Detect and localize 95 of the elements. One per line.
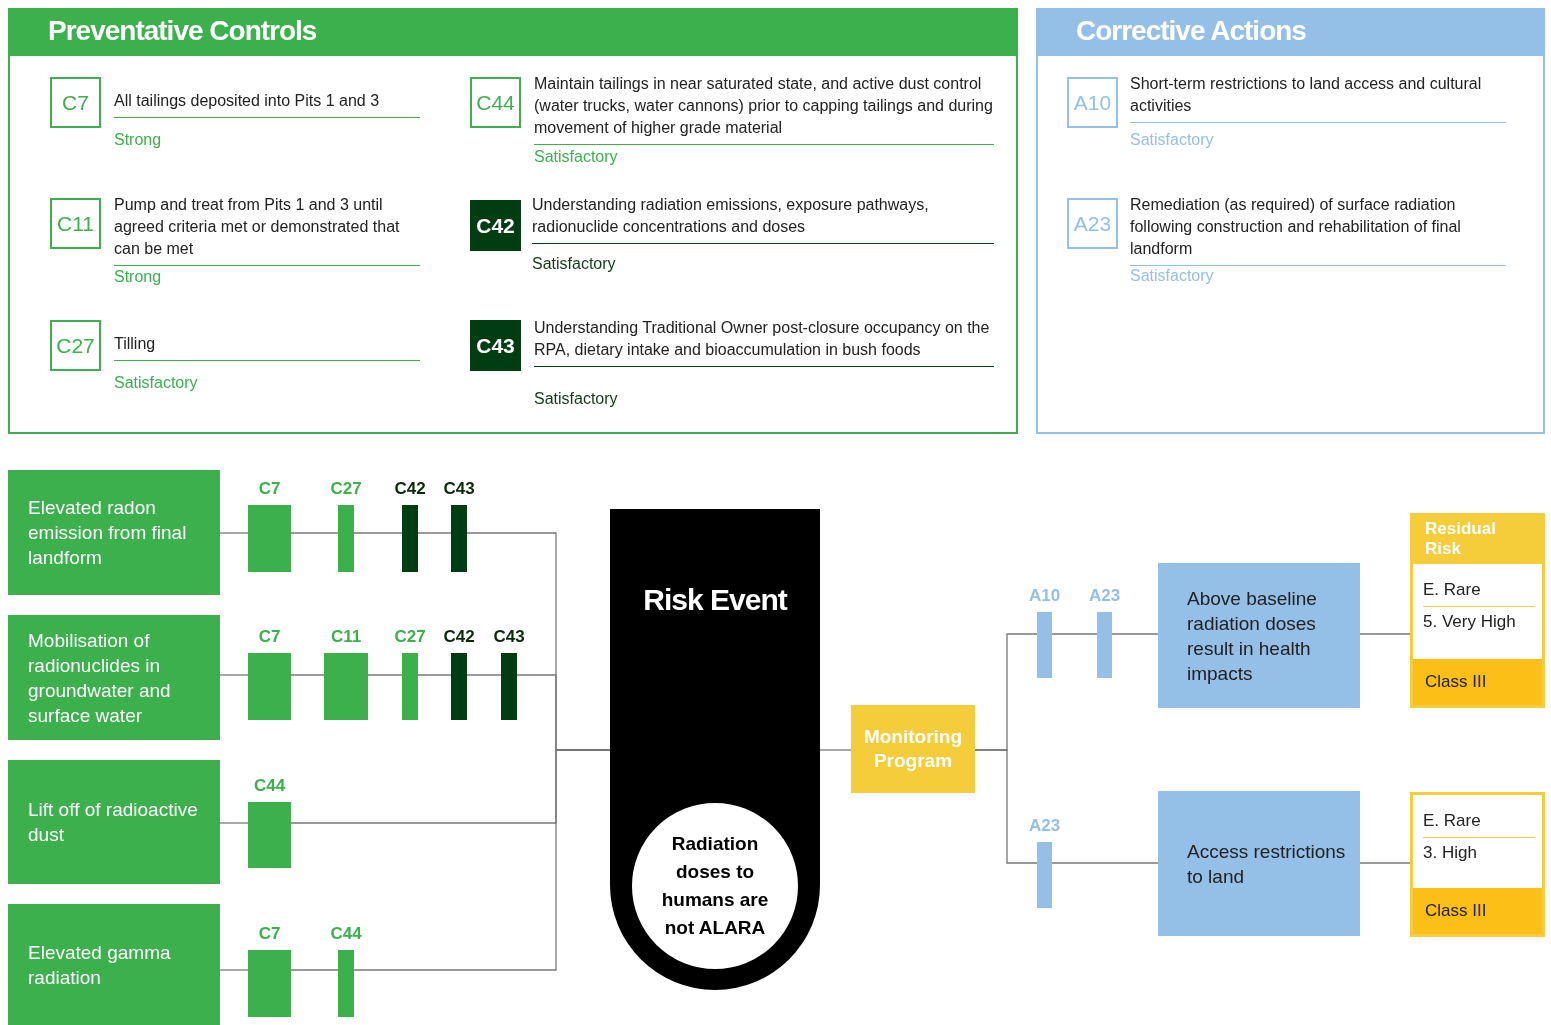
panel (8, 8, 1018, 434)
consequence-box: Access restrictions to land (1158, 791, 1360, 936)
risk-class-band: Class III (1413, 659, 1542, 705)
control-code-box: A10 (1067, 77, 1118, 128)
barrier-bar (248, 505, 291, 572)
control-description: Understanding Traditional Owner post-closure occupancy on the RPA, dietary intake and bioaccumulation in bush foods (534, 317, 994, 367)
barrier-label: A10 (1027, 586, 1062, 606)
consequence-rating: 3. High (1423, 843, 1478, 864)
control-description: Understanding radiation emissions, exposure pathways, radionuclide concentrations and doses (532, 194, 994, 244)
barrier-bar (248, 950, 291, 1017)
connector-line (219, 674, 249, 676)
barrier-label: C42 (393, 479, 427, 499)
risk-event-title: Risk Event (642, 583, 789, 617)
effectiveness-rating: Satisfactory (1130, 131, 1214, 149)
likelihood-text: E. Rare (1423, 580, 1535, 607)
barrier-label: C43 (442, 479, 476, 499)
connector-line (290, 674, 325, 676)
risk-event-shape (610, 509, 820, 990)
barrier-bar (501, 653, 517, 720)
residual-risk-heading: Residual Risk (1413, 516, 1542, 564)
barrier-label: C43 (492, 627, 526, 647)
control-code-box: C42 (470, 200, 521, 251)
connector-line (819, 749, 852, 751)
barrier-bar (338, 505, 354, 572)
risk-class-band: Class III (1413, 888, 1542, 934)
barrier-bar (1037, 612, 1052, 678)
threat-box: Lift off of radioactive dust (8, 760, 220, 884)
threat-box: Elevated gamma radiation (8, 904, 220, 1025)
panel-title: Corrective Actions (1036, 8, 1545, 56)
control-description: Tilling (114, 333, 420, 361)
effectiveness-rating: Satisfactory (534, 148, 618, 166)
barrier-label: C7 (257, 924, 282, 944)
likelihood-text: E. Rare (1423, 811, 1535, 838)
connector-line (1359, 633, 1411, 635)
control-description: Short-term restrictions to land access and cultural activities (1130, 73, 1506, 123)
barrier-bar (248, 653, 291, 720)
control-code-box: C44 (470, 77, 521, 128)
control-description: Remediation (as required) of surface radiation following construction and rehabilitation of final landform (1130, 194, 1506, 266)
consequence-rating: 5. Very High (1423, 612, 1517, 633)
connector-line (290, 969, 339, 971)
effectiveness-rating: Satisfactory (532, 255, 616, 273)
connector-line (1359, 862, 1411, 864)
barrier-bar (451, 653, 467, 720)
connector-line (290, 532, 339, 534)
connector-line (353, 532, 403, 534)
barrier-label: C27 (393, 627, 427, 647)
panel-title: Preventative Controls (8, 8, 1018, 56)
effectiveness-rating: Satisfactory (534, 390, 618, 408)
residual-risk-box (1410, 792, 1545, 937)
connector-line (219, 969, 249, 971)
monitoring-box: Monitoring Program (851, 705, 975, 793)
barrier-bar (402, 505, 418, 572)
connector-line (417, 674, 452, 676)
connector-line (1111, 633, 1159, 635)
barrier-bar (1097, 612, 1112, 678)
threat-box: Mobilisation of radionuclides in groundwater and surface water (8, 615, 220, 740)
barrier-label: C7 (257, 479, 282, 499)
barrier-bar (1037, 842, 1052, 908)
effectiveness-rating: Strong (114, 131, 162, 149)
effectiveness-rating: Strong (114, 268, 162, 286)
connector-line (1051, 862, 1159, 864)
residual-risk-box (1410, 513, 1545, 708)
connector-line (219, 532, 249, 534)
connector-line (974, 749, 1038, 864)
effectiveness-rating: Satisfactory (114, 374, 198, 392)
connector-line (1051, 633, 1098, 635)
barrier-label: C27 (329, 479, 363, 499)
control-description: Maintain tailings in near saturated state, and active dust control (water trucks, water cannons) prior to capping tailings and during movement of higher grade material (534, 73, 994, 145)
connector-line (466, 674, 502, 676)
control-description: Pump and treat from Pits 1 and 3 until agreed criteria met or demonstrated that can be met (114, 194, 420, 266)
barrier-bar (338, 950, 354, 1017)
consequence-box: Above baseline radiation doses result in health impacts (1158, 563, 1360, 708)
control-code-box: A23 (1067, 198, 1118, 249)
barrier-label: A23 (1027, 816, 1062, 836)
control-code-box: C27 (50, 320, 101, 371)
barrier-bar (248, 802, 291, 868)
barrier-label: C44 (252, 776, 287, 796)
control-description: All tailings deposited into Pits 1 and 3 (114, 90, 420, 118)
barrier-label: A23 (1087, 586, 1122, 606)
barrier-bar (451, 505, 467, 572)
barrier-label: C11 (329, 627, 363, 647)
connector-line (417, 532, 452, 534)
connector-line (219, 822, 249, 824)
barrier-bar (324, 653, 368, 720)
barrier-bar (402, 653, 418, 720)
control-code-box: C43 (470, 320, 521, 371)
barrier-label: C42 (442, 627, 476, 647)
threat-box: Elevated radon emission from final landform (8, 470, 220, 595)
barrier-label: C7 (257, 627, 282, 647)
panel (1036, 8, 1545, 434)
barrier-label: C44 (329, 924, 363, 944)
control-code-box: C11 (50, 198, 101, 249)
effectiveness-rating: Satisfactory (1130, 267, 1214, 285)
control-code-box: C7 (50, 77, 101, 128)
connector-line (367, 674, 403, 676)
